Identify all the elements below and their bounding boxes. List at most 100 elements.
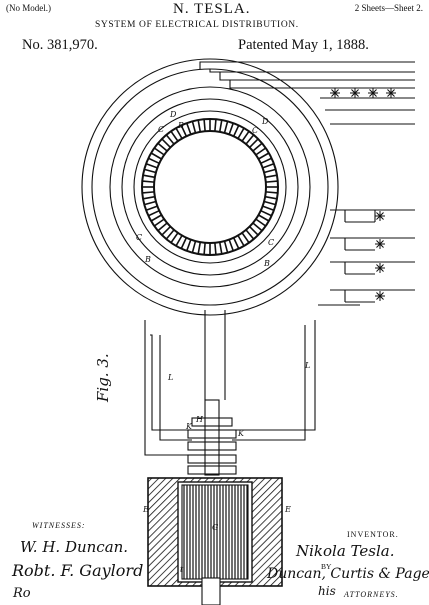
core-tooth xyxy=(153,218,165,227)
core-tooth xyxy=(252,222,263,232)
core-tooth xyxy=(145,162,158,169)
inventor-name: N. TESLA. xyxy=(173,1,251,17)
core-tooth xyxy=(255,218,267,227)
core-tooth xyxy=(161,138,171,148)
core-tooth xyxy=(170,232,179,244)
core-tooth xyxy=(218,242,223,255)
core-tooth xyxy=(142,174,155,179)
inventor-label: INVENTOR. xyxy=(347,530,399,539)
core-tooth xyxy=(237,127,245,139)
commutator-ring-3 xyxy=(187,441,237,451)
core-tooth xyxy=(249,226,259,236)
lead-right-v2 xyxy=(232,325,306,441)
core-tooth xyxy=(245,134,255,145)
letter-b-left: B xyxy=(144,255,151,264)
lead-left-1 xyxy=(150,334,192,431)
commutator-ring-2 xyxy=(187,429,237,439)
sheet-number: 2 Sheets—Sheet 2. xyxy=(354,3,423,13)
letter-b-top: B xyxy=(177,121,184,130)
core-tooth xyxy=(197,119,202,132)
core-tooth xyxy=(228,122,235,135)
witness-signature-2: Robt. F. Gaylord xyxy=(12,561,144,580)
core-tooth xyxy=(180,237,188,249)
outer-ring-1 xyxy=(81,58,339,316)
figure-label: Fig. 3. xyxy=(94,353,112,403)
core-tooth xyxy=(191,240,197,253)
lead-top-4 xyxy=(229,80,415,89)
core-tooth xyxy=(142,195,155,200)
lamp-4 xyxy=(344,289,375,303)
lamp-star xyxy=(369,89,377,97)
core-tooth xyxy=(218,119,223,132)
machine-rotor-fill xyxy=(181,484,249,580)
letter-g: G xyxy=(212,523,219,532)
core-tooth xyxy=(245,229,255,240)
core-tooth xyxy=(203,119,206,132)
core-tooth xyxy=(260,209,272,217)
lead-right-v1 xyxy=(232,320,316,431)
lead-top-2 xyxy=(209,69,415,73)
core-tooth xyxy=(142,191,155,194)
core-tooth xyxy=(255,147,267,156)
letter-k-2: K xyxy=(237,429,245,438)
core-tooth xyxy=(263,200,276,206)
witness-signature-3: Ro xyxy=(13,586,31,601)
letter-e-right: E xyxy=(284,505,291,514)
lamp-2 xyxy=(344,237,375,251)
lamp-star xyxy=(376,212,384,220)
core-tooth xyxy=(144,168,157,174)
lamp-1 xyxy=(344,209,376,223)
lamp-star xyxy=(376,240,384,248)
commutator-ring-4 xyxy=(187,454,237,464)
attorneys-label: ATTORNEYS. xyxy=(344,590,399,599)
core-tooth xyxy=(161,226,171,236)
shaft-bottom xyxy=(201,577,221,605)
core-tooth xyxy=(175,235,183,247)
core-tooth xyxy=(157,222,168,232)
core-tooth xyxy=(228,239,235,252)
core-tooth xyxy=(197,242,202,255)
core-tooth xyxy=(180,125,188,137)
outer-ring-2 xyxy=(91,68,329,306)
lead-left-2 xyxy=(159,335,192,441)
letter-c-left: C xyxy=(136,233,142,242)
lamp-star xyxy=(351,89,359,97)
letter-t: t xyxy=(180,565,184,574)
lamp-star xyxy=(387,89,395,97)
core-tooth xyxy=(191,121,197,134)
core-tooth xyxy=(150,152,162,160)
core-tooth xyxy=(241,232,250,244)
core-tooth xyxy=(258,152,270,160)
letter-b-bottom: B xyxy=(263,259,270,268)
core-tooth xyxy=(232,237,240,249)
his-label: his xyxy=(318,584,336,598)
core-tooth xyxy=(148,209,160,217)
core-tooth xyxy=(175,127,183,139)
outer-ring-5 xyxy=(133,110,287,264)
core-tooth xyxy=(263,168,276,174)
core-tooth xyxy=(185,122,192,135)
core-tooth xyxy=(258,214,270,222)
core-tooth xyxy=(265,191,278,194)
core-tooth xyxy=(260,157,272,165)
core-tooth xyxy=(145,205,158,212)
shaft-top xyxy=(204,399,220,476)
core-tooth xyxy=(262,162,275,169)
core-tooth xyxy=(142,180,155,183)
outer-ring-4 xyxy=(121,98,299,276)
core-tooth xyxy=(165,134,175,145)
lead-left-3 xyxy=(144,320,190,456)
lamp-star xyxy=(331,89,339,97)
core-tooth xyxy=(214,119,217,132)
core-tooth xyxy=(265,174,278,179)
core-tooth xyxy=(262,205,275,212)
core-tooth xyxy=(144,200,157,206)
core-tooth xyxy=(265,180,278,183)
core-tooth xyxy=(157,142,168,152)
patent-date: Patented May 1, 1888. xyxy=(238,37,369,53)
letter-c-top: C xyxy=(158,125,164,134)
letter-e-left: E xyxy=(142,505,149,514)
letter-d-top: D xyxy=(169,110,177,119)
core-tooth xyxy=(249,138,259,148)
